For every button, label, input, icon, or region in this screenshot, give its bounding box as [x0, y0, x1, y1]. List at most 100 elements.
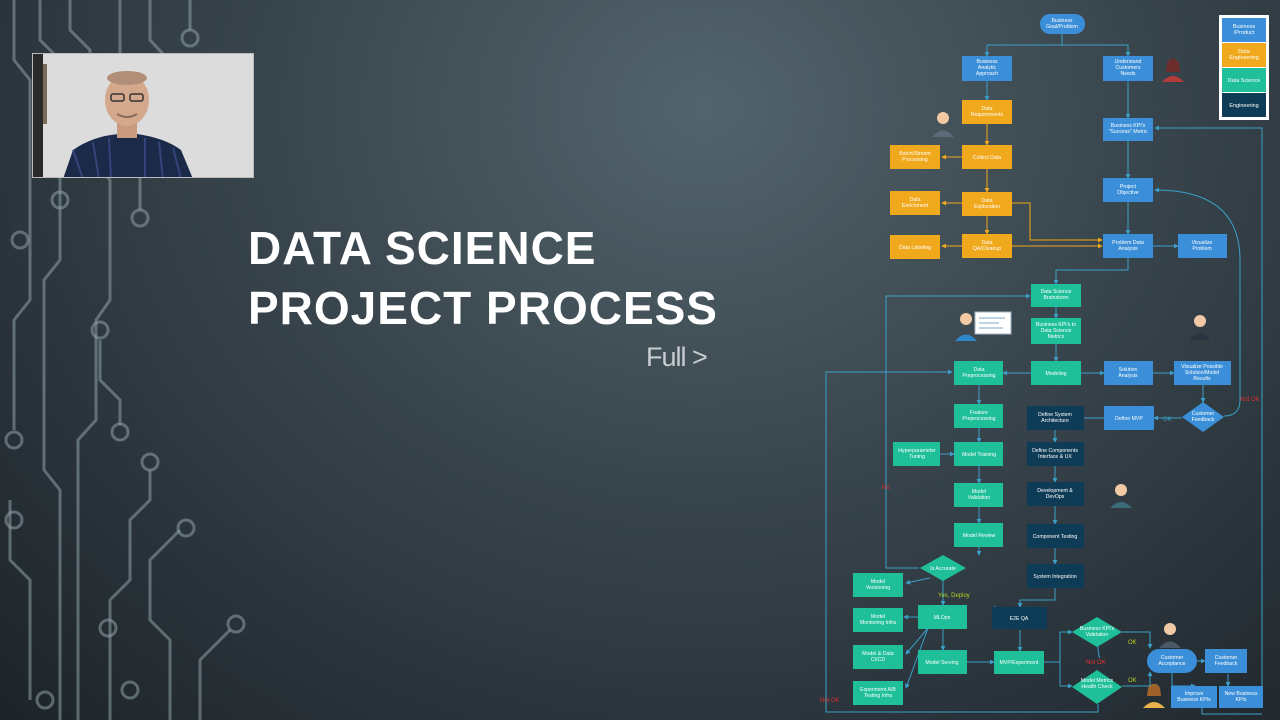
node-system-integration: System Integration	[1027, 564, 1084, 588]
label-ok-health: OK	[1128, 678, 1137, 684]
svg-text:Data Science: Data Science	[1228, 78, 1261, 84]
full-link[interactable]: Full >	[646, 342, 708, 372]
node-e2e-qa: E2E QA	[992, 607, 1047, 629]
node-development-devops: Development &DevOps	[1027, 482, 1084, 506]
label-not-ok-mid: Not OK	[1086, 660, 1106, 666]
node-is-accurate: Is Accurate	[920, 555, 966, 581]
slide-title-line2: PROJECT PROCESS	[248, 282, 718, 334]
developer-person-icon	[1110, 484, 1132, 508]
svg-text:Component Testing: Component Testing	[1033, 534, 1078, 540]
node-collect-data: Collect Data	[962, 145, 1012, 169]
node-modeling: Modeling	[1031, 361, 1081, 385]
node-model-training: Model Training	[954, 442, 1003, 466]
svg-text:Data Labeling: Data Labeling	[899, 245, 931, 251]
node-mvp-experiment: MVP/Experiment	[994, 651, 1044, 674]
flow-edges	[825, 33, 1263, 715]
svg-text:MLOps: MLOps	[934, 615, 951, 621]
svg-text:Collect Data: Collect Data	[973, 155, 1001, 161]
svg-text:MVP/Experiment: MVP/Experiment	[1000, 660, 1039, 666]
label-ok-kpi: OK	[1128, 640, 1137, 646]
manager-person-icon	[1189, 315, 1211, 340]
svg-text:System Integration: System Integration	[1033, 574, 1076, 580]
node-define-mvp: Define MVP	[1104, 406, 1154, 430]
customer-woman-icon	[1162, 58, 1184, 82]
svg-text:Define MVP: Define MVP	[1115, 416, 1143, 422]
data-scientist-whiteboard-icon	[955, 311, 1012, 341]
svg-text:Engineering: Engineering	[1229, 103, 1258, 109]
circuit-decoration	[4, 0, 246, 720]
label-no: No	[882, 485, 890, 491]
presenter-video	[33, 54, 253, 177]
label-not-ok-right: Not OK	[1240, 397, 1260, 403]
svg-text:Model Serving: Model Serving	[925, 660, 958, 666]
node-model-review: Model Review	[954, 523, 1003, 547]
svg-text:Modeling: Modeling	[1045, 371, 1066, 377]
svg-text:Development &DevOps: Development &DevOps	[1037, 488, 1073, 500]
node-component-testing: Component Testing	[1027, 524, 1084, 548]
legend-data-science: Data Science	[1222, 68, 1266, 92]
svg-text:Business/Product: Business/Product	[1233, 24, 1256, 36]
slide-title-line1: DATA SCIENCE	[248, 222, 597, 274]
node-model-serving: Model Serving	[918, 650, 967, 674]
node-business-kpis-metric: Business KPI's"Success" Metric	[1103, 118, 1153, 141]
slide-title: DATA SCIENCE PROJECT PROCESS	[248, 218, 718, 338]
svg-text:Business KPI's"Success" Metric: Business KPI's"Success" Metric	[1109, 123, 1148, 135]
svg-text:Model Review: Model Review	[963, 533, 996, 539]
